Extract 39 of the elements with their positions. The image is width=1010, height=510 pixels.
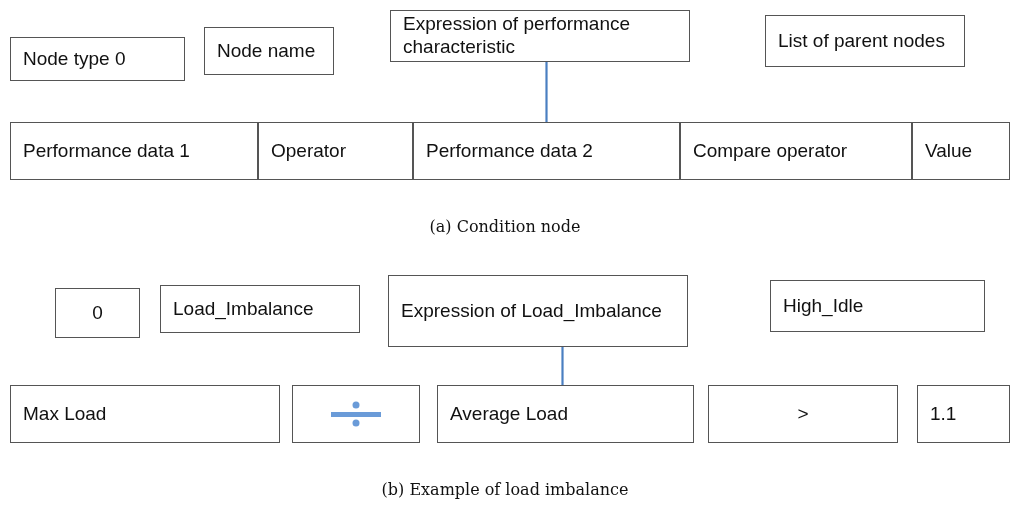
box-label: Expression of Load_Imbalance [401,299,662,323]
text-box [770,280,985,332]
box-label: High_Idle [783,294,864,318]
figure-caption: (a) Condition node [429,217,581,236]
box-label: 0 [92,301,103,325]
box-label: Performance data 2 [426,139,593,163]
text-box [680,122,912,180]
text-box [204,27,334,75]
text-box [10,122,258,180]
box-label: 1.1 [930,402,957,426]
text-box [413,122,680,180]
box-label: Compare operator [693,139,848,163]
empty-box [292,385,420,443]
text-box [917,385,1010,443]
text-box [388,275,688,347]
box-label: Load_Imbalance [173,297,314,321]
box-label: List of parent nodes [778,29,945,53]
box-label: Operator [271,139,346,163]
connector-line [561,347,564,385]
text-box [160,285,360,333]
box-label: Max Load [23,402,107,426]
box-label: Value [925,139,973,163]
box-label: Node name [217,39,316,63]
text-box [10,385,280,443]
box-label: Performance data 1 [23,139,190,163]
box-label: Average Load [450,402,568,426]
text-box [390,10,690,62]
box-label: Node type 0 [23,47,126,71]
text-box [708,385,898,443]
text-box [55,288,140,338]
text-box [258,122,413,180]
text-box [765,15,965,67]
box-label: Expression of performance characteristic [403,13,632,59]
figure-caption: (b) Example of load imbalance [381,480,629,499]
text-box [10,37,185,81]
text-box [437,385,694,443]
connector-line [545,62,548,122]
text-box [912,122,1010,180]
box-label: > [797,402,809,426]
